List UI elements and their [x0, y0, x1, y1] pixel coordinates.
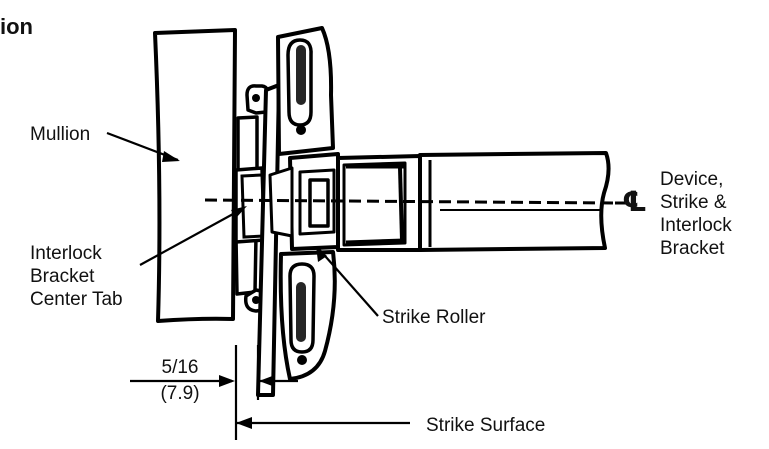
interlock-center-tab-line-3: Center Tab [30, 289, 123, 310]
dimension-inch: 5/16 [161, 357, 199, 378]
mullion [153, 28, 237, 323]
interlock-center-tab-line-2: Bracket [30, 266, 95, 287]
centerline-label-line-4: Bracket [660, 238, 725, 259]
strike-surface-label: Strike Surface [426, 415, 546, 436]
mullion-label: Mullion [30, 124, 91, 145]
centerline-symbol: ℄ [622, 186, 648, 217]
centerline-label: Device, Strike & Interlock Bracket [660, 168, 732, 260]
strike-roller-label: Strike Roller [382, 307, 486, 328]
strike-slots [252, 38, 316, 365]
interlock-center-tab-line-1: Interlock [30, 243, 102, 264]
page-title: ion [0, 14, 33, 39]
dimension-mm: (7.9) [160, 383, 200, 404]
centerline-label-line-1: Device, [660, 169, 724, 190]
centerline [204, 198, 616, 205]
centerline-label-line-2: Strike & [660, 192, 727, 213]
centerline-label-line-3: Interlock [660, 215, 732, 236]
arrowheads [162, 151, 327, 429]
interlock-center-tab-label: Interlock Bracket Center Tab [30, 242, 123, 311]
